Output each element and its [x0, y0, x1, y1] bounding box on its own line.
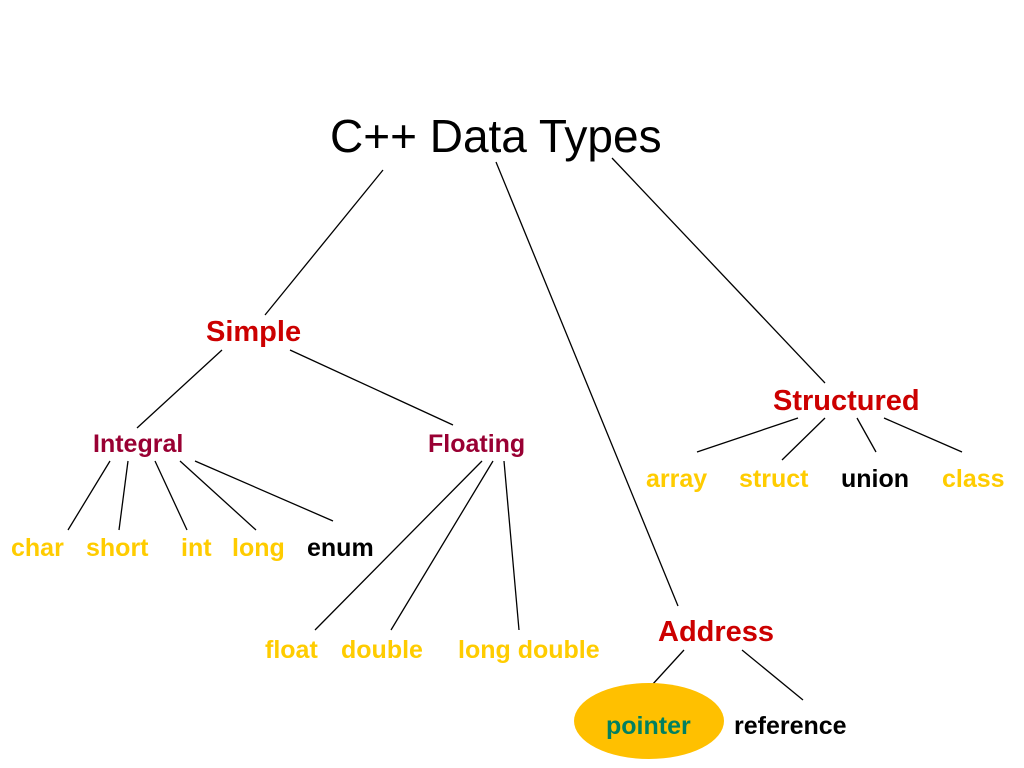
- leaf-long: long: [232, 534, 285, 562]
- edge-integral-enum: [194, 460, 334, 522]
- edge-simple-floating: [289, 349, 454, 426]
- edge-floating-longdouble: [503, 460, 520, 631]
- node-simple: Simple: [206, 316, 302, 348]
- leaf-array: array: [646, 465, 708, 493]
- node-structured: Structured: [773, 385, 920, 417]
- edge-simple-integral: [136, 349, 223, 429]
- edge-integral-int: [154, 460, 188, 531]
- leaf-struct: struct: [739, 465, 809, 493]
- leaf-char: char: [11, 534, 64, 562]
- edge-structured-struct: [781, 417, 826, 461]
- edge-integral-char: [67, 460, 111, 531]
- leaf-int: int: [181, 534, 212, 562]
- edge-structured-class: [883, 417, 963, 453]
- node-floating: Floating: [428, 430, 526, 458]
- leaf-long-double: long double: [458, 636, 600, 664]
- edge-integral-long: [179, 460, 257, 531]
- node-address: Address: [658, 616, 775, 648]
- leaf-double: double: [341, 636, 423, 664]
- edge-structured-array: [696, 417, 799, 453]
- leaf-float: float: [265, 636, 318, 664]
- node-integral: Integral: [93, 430, 184, 458]
- edge-address-reference: [741, 649, 804, 701]
- leaf-union: union: [841, 465, 910, 493]
- edge-floating-double: [390, 460, 494, 631]
- edge-root-structured: [611, 157, 826, 384]
- leaf-pointer: pointer: [606, 712, 691, 740]
- edge-structured-union: [856, 417, 877, 453]
- leaf-reference: reference: [734, 712, 847, 740]
- leaf-short: short: [86, 534, 149, 562]
- leaf-enum: enum: [307, 534, 374, 562]
- leaf-class: class: [942, 465, 1005, 493]
- edge-root-simple: [264, 169, 384, 316]
- edge-root-address: [495, 161, 679, 607]
- edge-floating-float: [314, 460, 483, 631]
- pointer-highlight-ellipse: [574, 683, 724, 759]
- diagram-title: C++ Data Types: [330, 110, 662, 162]
- edge-integral-short: [118, 460, 129, 531]
